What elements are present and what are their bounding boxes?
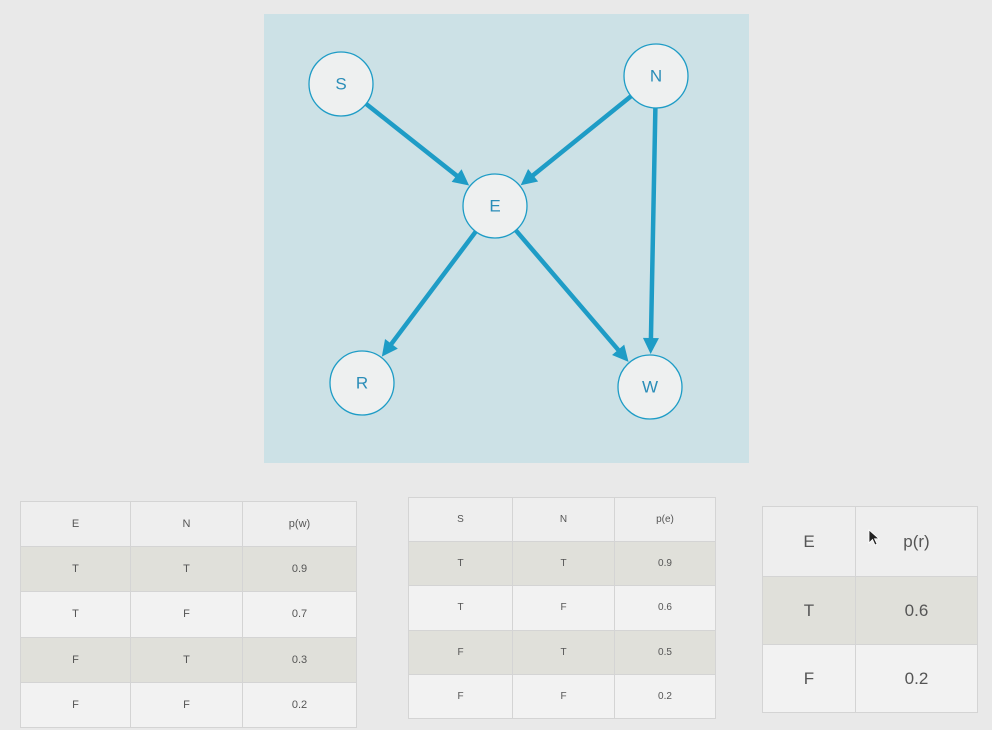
table-cell: T <box>20 591 131 638</box>
table-row: T F 0.6 <box>408 585 716 631</box>
arrowhead-icon <box>451 169 470 186</box>
node-r: R <box>329 350 395 416</box>
node-s: S <box>308 51 374 117</box>
table-cell: 0.9 <box>614 540 716 587</box>
table-header-cell: S <box>408 497 513 542</box>
table-row: F T 0.3 <box>20 636 357 683</box>
table-cell: T <box>512 629 615 675</box>
table-cell: T <box>762 576 856 645</box>
table-cell: 0.6 <box>614 585 716 631</box>
table-row: T T 0.9 <box>20 545 357 593</box>
table-header-cell: p(e) <box>614 497 716 542</box>
node-n: N <box>623 43 689 109</box>
table-cell: F <box>408 673 513 720</box>
table-row: F F 0.2 <box>20 681 357 729</box>
cpt-table-e: S N p(e) T T 0.9 T F 0.6 F T 0.5 F F 0.2 <box>408 497 716 720</box>
arrowhead-icon <box>381 339 398 357</box>
edge-e-w <box>513 228 622 354</box>
node-circle <box>462 173 528 239</box>
table-cell: F <box>762 644 856 713</box>
node-label: R <box>356 374 368 393</box>
table-cell: F <box>408 629 513 675</box>
table-row: F T 0.5 <box>408 629 716 675</box>
table-cell: F <box>512 585 615 631</box>
table-header-cell: p(r) <box>855 506 978 577</box>
node-circle <box>308 51 374 117</box>
node-label: S <box>335 75 346 94</box>
table-cell: 0.2 <box>242 681 357 729</box>
table-cell: T <box>408 540 513 587</box>
bayesian-network-diagram: S N E R W <box>308 43 689 420</box>
table-header-cell: E <box>20 501 131 547</box>
table-cell: 0.5 <box>614 629 716 675</box>
edge-e-r <box>387 229 479 348</box>
table-cell: F <box>20 636 131 683</box>
node-circle <box>329 350 395 416</box>
bayesian-network-panel: S N E R W <box>264 14 749 463</box>
cpt-table-w: E N p(w) T T 0.9 T F 0.7 F T 0.3 F F 0.2 <box>20 501 357 729</box>
table-cell: T <box>130 636 243 683</box>
table-header-cell: E <box>762 506 856 577</box>
table-cell: F <box>512 673 615 720</box>
table-cell: F <box>130 681 243 729</box>
table-cell: T <box>20 545 131 593</box>
node-e: E <box>462 173 528 239</box>
mouse-pointer-icon <box>868 529 880 546</box>
table-cell: 0.2 <box>855 644 978 713</box>
table-row: T 0.6 <box>762 576 978 645</box>
table-cell: 0.7 <box>242 591 357 638</box>
table-row: F F 0.2 <box>408 673 716 720</box>
table-cell: T <box>512 540 615 587</box>
node-label: W <box>642 378 658 397</box>
node-w: W <box>617 354 683 420</box>
table-row: T F 0.7 <box>20 591 357 638</box>
table-cell: F <box>20 681 131 729</box>
table-header-cell: p(w) <box>242 501 357 547</box>
arrowhead-icon <box>642 337 659 355</box>
node-label: N <box>650 67 662 86</box>
table-cell: 0.2 <box>614 673 716 720</box>
table-cell: F <box>130 591 243 638</box>
node-circle <box>617 354 683 420</box>
table-cell: 0.6 <box>855 576 978 645</box>
edge-n-e <box>529 93 634 179</box>
edge-n-w <box>648 105 658 343</box>
arrowhead-icon <box>520 168 539 186</box>
node-label: E <box>489 197 500 216</box>
table-cell: 0.3 <box>242 636 357 683</box>
table-row: T T 0.9 <box>408 540 716 587</box>
node-circle <box>623 43 689 109</box>
table-header-cell: N <box>130 501 243 547</box>
table-header-cell: N <box>512 497 615 542</box>
table-cell: T <box>130 545 243 593</box>
arrowhead-icon <box>612 344 629 362</box>
edge-s-e <box>363 101 461 180</box>
table-cell: 0.9 <box>242 545 357 593</box>
table-cell: T <box>408 585 513 631</box>
table-row: F 0.2 <box>762 644 978 713</box>
